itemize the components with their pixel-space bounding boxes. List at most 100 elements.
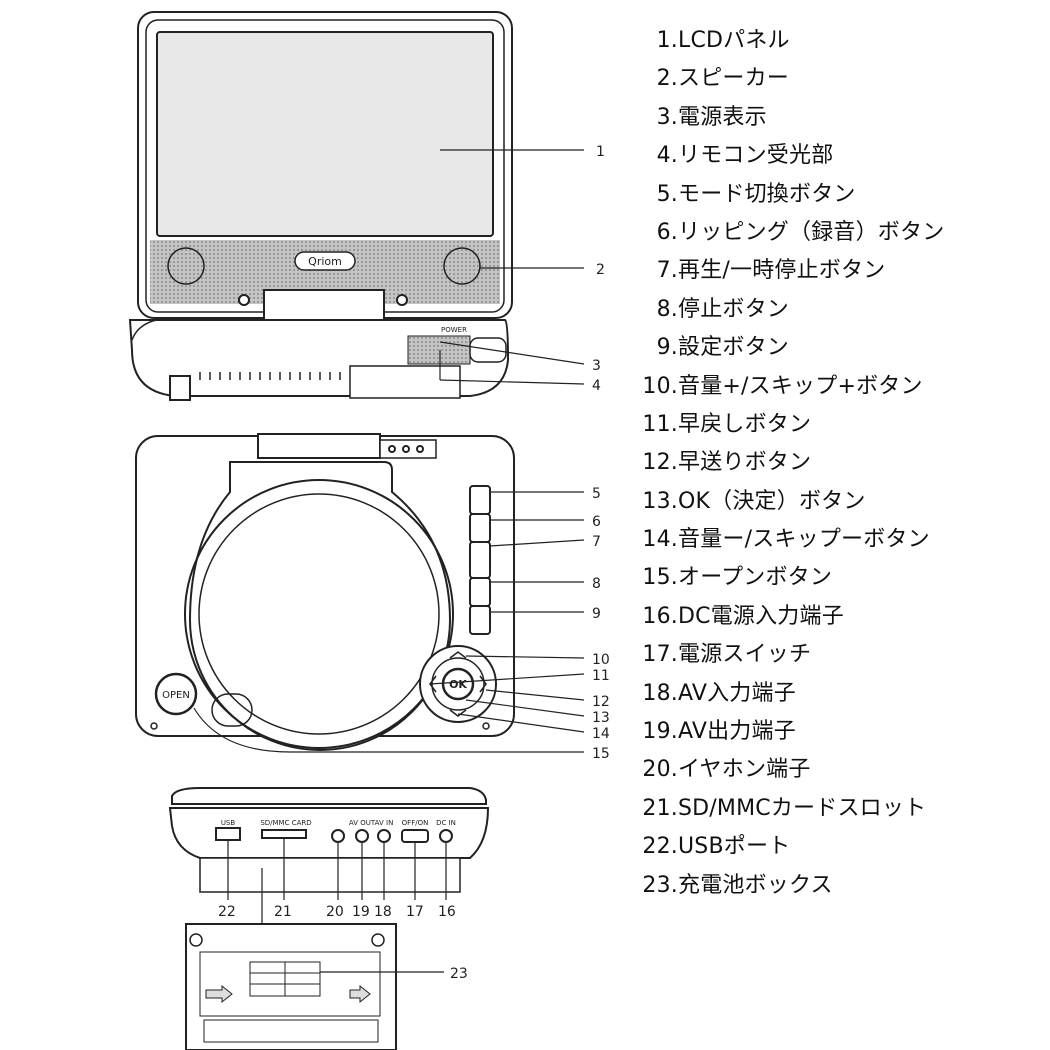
legend-label: オープンボタン xyxy=(678,565,833,591)
brand-logo: Qriom xyxy=(308,255,342,268)
legend-item: 11.早戻しボタン xyxy=(636,406,1041,444)
hinge xyxy=(263,289,385,321)
legend-label: OK（決定）ボタン xyxy=(678,488,866,514)
av-in-jack[interactable] xyxy=(377,829,391,843)
ok-label: OK xyxy=(449,678,467,691)
ripping-button[interactable] xyxy=(469,513,491,543)
callout-15: 15 xyxy=(592,746,610,762)
legend-label: 再生/一時停止ボタン xyxy=(678,258,886,284)
callout-3: 3 xyxy=(592,358,601,374)
speaker-right xyxy=(443,247,481,285)
dc-in-jack[interactable] xyxy=(439,829,453,843)
callout-20: 20 xyxy=(326,904,344,920)
open-label: OPEN xyxy=(162,690,190,701)
hinge-top xyxy=(257,433,381,459)
legend-label: イヤホン端子 xyxy=(678,757,811,783)
legend-item: 22.USBポート xyxy=(636,828,1041,866)
battery-box xyxy=(185,923,397,1050)
play-pause-button[interactable] xyxy=(469,541,491,579)
callout-13: 13 xyxy=(592,710,610,726)
legend-number: 17. xyxy=(642,642,678,668)
legend-item: 10.音量+/スキップ+ボタン xyxy=(636,368,1041,406)
legend-number: 5. xyxy=(656,181,678,207)
legend-item: 23.充電池ボックス xyxy=(636,867,1041,905)
lcd-panel xyxy=(156,31,494,237)
callout-4: 4 xyxy=(592,378,601,394)
legend-number: 6. xyxy=(656,219,678,245)
legend-item: 1.LCDパネル xyxy=(636,22,1041,60)
callout-21: 21 xyxy=(274,904,292,920)
legend-label: リモコン受光部 xyxy=(678,143,834,169)
av-in-label: AV IN xyxy=(375,819,394,827)
legend-item: 17.電源スイッチ xyxy=(636,636,1041,674)
open-button[interactable] xyxy=(154,672,198,716)
legend-item: 7.再生/一時停止ボタン xyxy=(636,252,1041,290)
off-on-label: OFF/ON xyxy=(402,819,429,827)
legend-label: モード切換ボタン xyxy=(678,181,856,207)
leader-lines xyxy=(193,149,585,973)
setting-button[interactable] xyxy=(469,605,491,635)
callout-6: 6 xyxy=(592,514,601,530)
legend-label: AV出力端子 xyxy=(678,719,796,745)
forward-arrow[interactable] xyxy=(479,675,487,693)
legend-item: 9.設定ボタン xyxy=(636,329,1041,367)
callout-9: 9 xyxy=(592,606,601,622)
callout-1: 1 xyxy=(596,144,605,160)
legend-item: 15.オープンボタン xyxy=(636,559,1041,597)
callout-7: 7 xyxy=(592,534,601,550)
front-foot xyxy=(169,375,191,401)
disc-lid xyxy=(184,479,454,749)
legend-label: リッピング（録音）ボタン xyxy=(678,219,945,245)
legend-number: 11. xyxy=(642,411,678,437)
legend-number: 21. xyxy=(642,795,678,821)
av-out-label: AV OUT xyxy=(349,819,376,827)
stop-button[interactable] xyxy=(469,577,491,607)
vol-down-arrow[interactable] xyxy=(449,709,467,717)
callout-16: 16 xyxy=(438,904,456,920)
side-lid xyxy=(171,787,487,805)
legend-item: 3.電源表示 xyxy=(636,99,1041,137)
callout-5: 5 xyxy=(592,486,601,502)
legend-label: 早戻しボタン xyxy=(678,411,812,437)
legend-label: AV入力端子 xyxy=(678,680,796,706)
vol-up-arrow[interactable] xyxy=(449,651,467,659)
earphone-jack[interactable] xyxy=(331,829,345,843)
legend-label: LCDパネル xyxy=(678,28,790,53)
usb-port[interactable] xyxy=(215,827,241,841)
legend-number: 10. xyxy=(642,373,678,399)
mode-button[interactable] xyxy=(469,485,491,515)
legend-label: 設定ボタン xyxy=(678,335,790,361)
brand-badge xyxy=(294,251,356,271)
legend-label: 音量+/スキップ+ボタン xyxy=(678,373,923,399)
vent-row xyxy=(199,372,341,380)
legend-number: 8. xyxy=(656,296,678,322)
legend-item: 16.DC電源入力端子 xyxy=(636,598,1041,636)
av-out-jack[interactable] xyxy=(355,829,369,843)
legend-label: 電源表示 xyxy=(678,104,767,130)
legend-number: 22. xyxy=(642,834,678,860)
callout-12: 12 xyxy=(592,694,610,710)
legend-item: 6.リッピング（録音）ボタン xyxy=(636,214,1041,252)
ok-button[interactable] xyxy=(441,667,475,701)
legend-number: 16. xyxy=(642,603,678,629)
legend-item: 2.スピーカー xyxy=(636,60,1041,98)
legend-item: 5.モード切換ボタン xyxy=(636,176,1041,214)
legend-item: 12.早送りボタン xyxy=(636,444,1041,482)
legend-item: 18.AV入力端子 xyxy=(636,675,1041,713)
legend-number: 13. xyxy=(642,488,678,514)
power-switch[interactable] xyxy=(401,829,429,843)
legend-item: 19.AV出力端子 xyxy=(636,713,1041,751)
legend-item: 20.イヤホン端子 xyxy=(636,751,1041,789)
speaker-left xyxy=(167,247,205,285)
legend-item: 14.音量ー/スキップーボタン xyxy=(636,521,1041,559)
legend-item: 4.リモコン受光部 xyxy=(636,137,1041,175)
callout-11: 11 xyxy=(592,668,610,684)
callout-19: 19 xyxy=(352,904,370,920)
sd-label: SD/MMC CARD xyxy=(260,819,311,827)
legend-label: 音量ー/スキップーボタン xyxy=(678,527,930,553)
sd-slot[interactable] xyxy=(261,829,307,839)
callout-10: 10 xyxy=(592,652,610,668)
callout-14: 14 xyxy=(592,726,610,742)
